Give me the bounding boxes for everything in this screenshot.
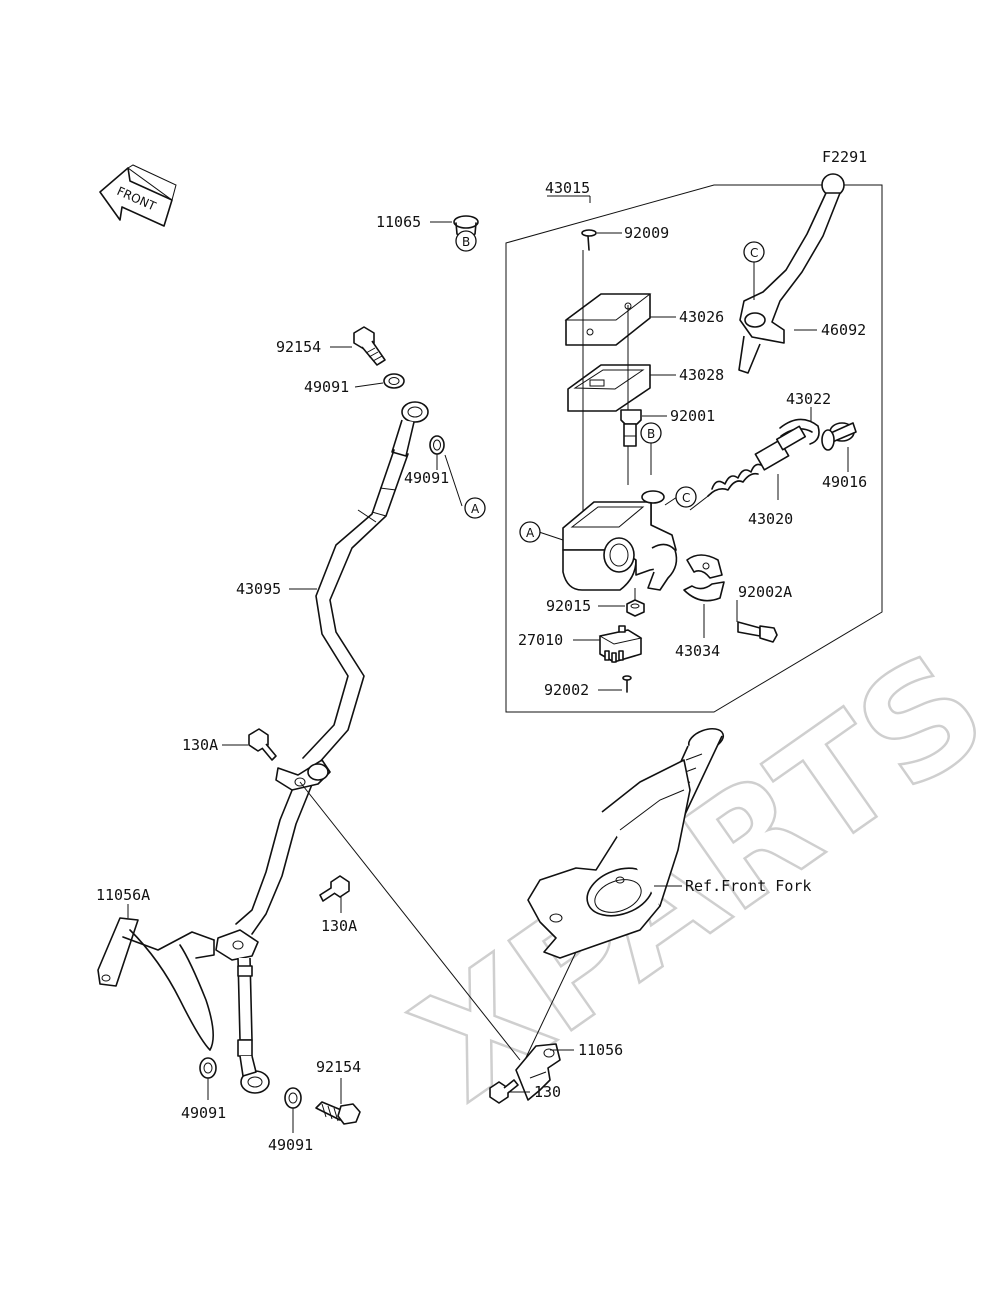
label-92002A: 92002A [738,583,792,601]
banjo-bolt-92154-lower [315,1101,361,1125]
label-49016: 49016 [822,473,867,491]
label-49091-lower-left: 49091 [181,1104,226,1122]
callout-c-body: C [675,486,697,508]
svg-text:B: B [647,427,655,441]
label-130A-lower: 130A [321,917,357,935]
nut-92015 [626,599,645,617]
label-130: 130 [534,1083,561,1101]
alignment-line-clamp [299,781,521,1061]
hose-clamp-upper [275,759,331,791]
hose-clamp-lower [215,929,259,1057]
piston-43020 [689,425,807,511]
callout-b-top: B [455,230,477,252]
dust-boot-49016 [821,422,857,451]
label-11056: 11056 [578,1041,623,1059]
washer-49091-upper-right [429,435,445,455]
alignment-line-fork [521,951,577,1067]
label-92154-lower: 92154 [316,1058,361,1076]
label-49091-lower-right: 49091 [268,1136,313,1154]
banjo-bolt-92154-upper [353,326,386,366]
label-11056A: 11056A [96,886,150,904]
cover-43026 [564,293,652,346]
brake-hose-43095 [235,449,409,935]
figure-code: F2291 [822,148,867,166]
washer-49091-lower-left [199,1057,217,1079]
label-11065: 11065 [376,213,421,231]
master-cylinder-body [562,490,678,591]
label-130A-upper: 130A [182,736,218,754]
bolt-130A-upper [248,728,277,761]
front-arrow-icon: FRONT [99,164,177,227]
washer-49091-lower-right [284,1087,302,1109]
svg-text:A: A [526,526,535,540]
front-fork-stem [527,727,725,959]
bracket-11056 [515,1043,561,1101]
label-43022: 43022 [786,390,831,408]
assembly-box-43015 [505,184,883,713]
callout-c-lever: C [743,241,765,263]
label-27010: 27010 [518,631,563,649]
screw-92002 [622,675,632,693]
banjo-fitting-upper [391,401,429,457]
screw-92009 [581,229,597,251]
callout-a-hose: A [464,497,486,519]
label-43095: 43095 [236,580,281,598]
bracket-11056A [97,917,215,1051]
callout-a-body: A [519,521,541,543]
label-92015: 92015 [546,597,591,615]
label-92002: 92002 [544,681,589,699]
lever-46092 [738,173,845,374]
svg-text:A: A [471,502,480,516]
diaphragm-43028 [567,364,651,412]
label-49091-upper-left: 49091 [304,378,349,396]
callout-b-body: B [640,422,662,444]
bolt-92002A [737,621,778,643]
svg-text:B: B [462,235,470,249]
clamp-43034 [683,554,725,602]
svg-text:C: C [682,491,690,505]
bolt-130 [489,1079,519,1104]
bolt-130A-lower [319,875,350,902]
label-43015: 43015 [545,179,590,197]
label-92009: 92009 [624,224,669,242]
label-49091-upper-right: 49091 [404,469,449,487]
label-46092: 46092 [821,321,866,339]
label-43034: 43034 [675,642,720,660]
label-43026: 43026 [679,308,724,326]
label-43020: 43020 [748,510,793,528]
label-ref-front-fork: Ref.Front Fork [685,877,811,895]
cap-11065 [453,215,479,238]
washer-49091-upper-left [383,373,405,389]
pivot-bolt-92001 [620,409,642,447]
label-43028: 43028 [679,366,724,384]
banjo-fitting-lower [239,1055,270,1094]
label-92154-upper: 92154 [276,338,321,356]
label-92001: 92001 [670,407,715,425]
svg-text:C: C [750,246,758,260]
switch-27010 [598,625,643,663]
